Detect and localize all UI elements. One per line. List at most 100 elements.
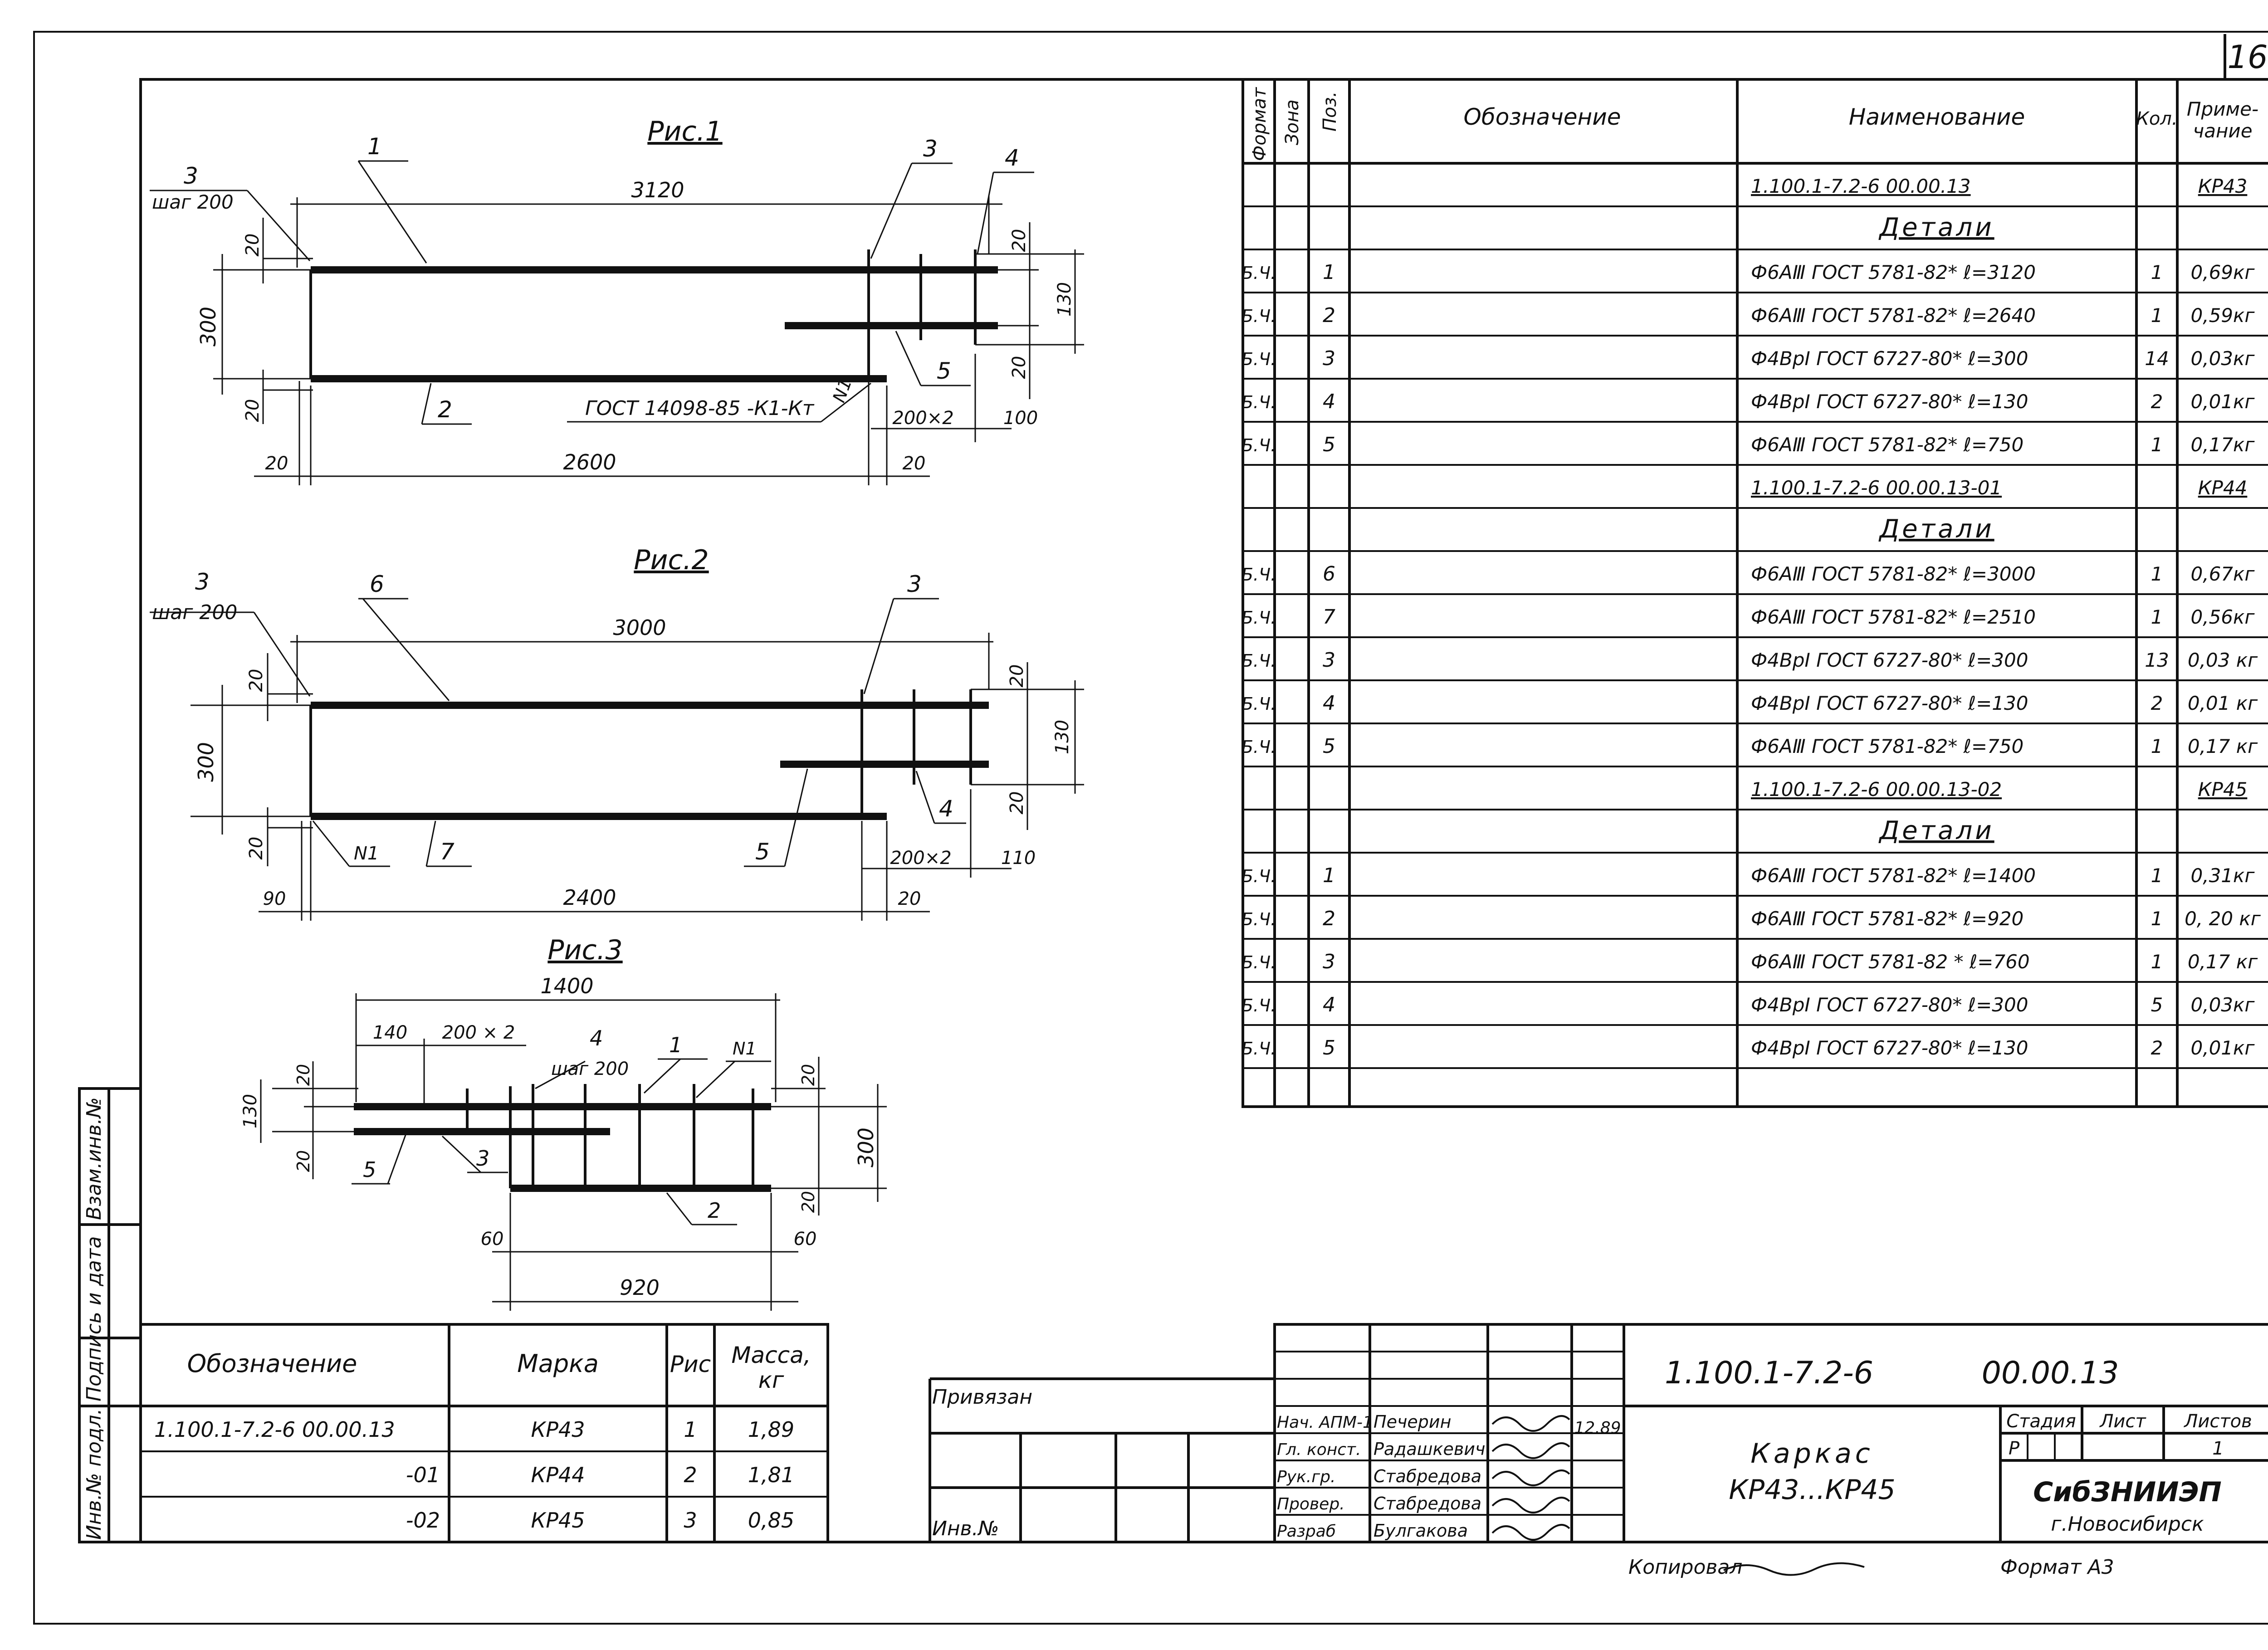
fig1-dim-right-top: 20 (1009, 229, 1030, 252)
spec-cell-name: 1.100.1-7.2-6 00.00.13 (1751, 175, 1971, 197)
spec-header-format: Формат (1249, 87, 1270, 161)
fig2-dim-bottom-left: 90 (263, 888, 286, 909)
spec-cell-pos: 6 (1323, 562, 1335, 586)
stamp-inv-label: Инв.№ подл. (83, 1408, 106, 1540)
signer-name: Булгакова (1374, 1521, 1468, 1541)
fig1-dim-top: 3120 (631, 178, 684, 202)
spec-cell-qty: 5 (2151, 994, 2163, 1016)
spec-cell-format: Б.Ч. (1242, 694, 1276, 714)
fig1-title: Рис.1 (647, 116, 722, 147)
fig1-pos-3-left: 3 (184, 163, 198, 189)
fig3-pos-3: 3 (476, 1146, 489, 1171)
spec-cell-name: Ф4ВрI ГОСТ 6727-80* ℓ=130 (1751, 692, 2028, 714)
spec-cell-format: Б.Ч. (1242, 737, 1276, 757)
spec-cell-qty: 1 (2151, 304, 2163, 327)
mass-cell-fig: 2 (684, 1463, 697, 1487)
fig2-dim-top: 3000 (613, 615, 666, 640)
mass-cell-mark: КР43 (531, 1417, 585, 1442)
fig3-pos-2: 2 (708, 1198, 721, 1223)
mass-table: Обозначение Марка Рис Масса,кг 1.100.1-7… (139, 1323, 829, 1543)
side-stamp: Инв.№ подл. Подпись и дата Взам.инв.№ (78, 1087, 142, 1543)
fig1-dim-height: 300 (196, 307, 220, 347)
spec-header-designation: Обозначение (1464, 104, 1621, 130)
spec-cell-note: 0,03кг (2191, 347, 2255, 370)
fig3-dim-left-h2: 130 (240, 1094, 261, 1128)
stamp-sign-label: Подпись и дата (83, 1236, 106, 1401)
fig2-pos-3-right: 3 (907, 571, 922, 597)
specification-table: Формат Зона Поз. Обозначение Наименовани… (1242, 78, 2268, 1108)
spec-header-note: Приме-чание (2187, 98, 2258, 142)
spec-cell-pos: 2 (1323, 907, 1335, 930)
spec-cell-qty: 1 (2151, 563, 2163, 585)
fig3-pos-1: 1 (669, 1033, 682, 1057)
fig2-pos-7: 7 (440, 839, 455, 865)
spec-cell-qty: 14 (2145, 347, 2169, 370)
tb-privyazan: Привязан (932, 1386, 1032, 1409)
signer-name: Печерин (1374, 1412, 1451, 1432)
spec-cell-name: Ф6АⅢ ГОСТ 5781-82* ℓ=2640 (1751, 304, 2036, 327)
spec-cell-format: Б.Ч. (1242, 349, 1276, 369)
spec-cell-note: КР44 (2198, 477, 2248, 499)
signer-name: Стабредова (1374, 1494, 1481, 1513)
tb-city: г.Новосибирск (2051, 1513, 2204, 1536)
signature-mark (1491, 1524, 1570, 1541)
fig2-pos-6: 6 (370, 571, 384, 597)
fig2-dim-bottom: 2400 (563, 885, 616, 910)
spec-cell-note: 0,01кг (2191, 1037, 2255, 1059)
spec-cell-name: Детали (1878, 514, 1994, 544)
spec-cell-format: Б.Ч. (1242, 996, 1276, 1015)
spec-cell-note: 0,31кг (2191, 864, 2255, 887)
tb-org: СибЗНИИЭП (2033, 1476, 2222, 1508)
fig2-dim-right-mid: 130 (1052, 720, 1073, 754)
fig1-pos-2: 2 (438, 396, 452, 423)
spec-cell-qty: 1 (2151, 908, 2163, 930)
spec-cell-note: 0,56кг (2191, 606, 2255, 628)
fig2-pos-3-left: 3 (195, 569, 210, 595)
mass-cell-mass: 1,81 (748, 1463, 794, 1487)
tb-format: Формат А3 (2000, 1556, 2114, 1579)
tb-code2: 00.00.13 (1982, 1355, 2119, 1391)
fig3-step-label: шаг 200 (551, 1059, 629, 1079)
fig1-dim-end: 100 (1003, 408, 1038, 429)
spec-cell-note: КР45 (2198, 778, 2248, 801)
spec-cell-qty: 1 (2151, 261, 2163, 283)
signer-role: Рук.гр. (1277, 1468, 1335, 1486)
fig2-n1: N1 (354, 843, 379, 864)
figure-1: Рис.1 1 3 шаг 200 3 4 5 2 ГОСТ 14098-85 … (150, 116, 1084, 485)
spec-cell-name: Детали (1878, 213, 1994, 242)
spec-cell-name: Ф6АⅢ ГОСТ 5781-82* ℓ=750 (1751, 434, 2024, 456)
spec-cell-name: Ф6АⅢ ГОСТ 5781-82* ℓ=2510 (1751, 606, 2036, 628)
fig1-dim-left-top: 20 (242, 234, 263, 257)
fig1-dim-bottom-right: 20 (903, 453, 926, 474)
fig1-dim-right-bot: 20 (1009, 356, 1030, 379)
spec-cell-note: 0,17 кг (2188, 951, 2258, 973)
mass-cell-designation: -01 (406, 1463, 440, 1487)
spec-cell-note: КР43 (2198, 175, 2248, 197)
spec-cell-name: Ф6АⅢ ГОСТ 5781-82* ℓ=3120 (1751, 261, 2036, 283)
fig2-dim-right-top: 20 (1007, 664, 1027, 688)
fig3-dim-bottom: 920 (620, 1275, 660, 1300)
spec-cell-note: 0,17 кг (2188, 735, 2258, 757)
fig1-dim-bottom: 2600 (563, 450, 616, 474)
fig2-dim-right-bot: 20 (1007, 791, 1027, 815)
tb-stage-header: Стадия (2006, 1411, 2076, 1432)
mass-header-fig: Рис (670, 1351, 711, 1377)
spec-cell-qty: 1 (2151, 864, 2163, 887)
fig2-title: Рис.2 (634, 544, 709, 576)
tb-stage: Р (2009, 1438, 2020, 1459)
stamp-vzam-label: Взам.инв.№ (83, 1097, 106, 1220)
fig2-pos-4: 4 (939, 796, 953, 822)
spec-cell-pos: 4 (1323, 390, 1335, 413)
tb-sheets-header: Листов (2183, 1411, 2252, 1432)
spec-cell-note: 0,01кг (2191, 391, 2255, 413)
spec-header-zone: Зона (1282, 99, 1303, 145)
fig3-dim-right-h1: 20 (798, 1064, 818, 1086)
spec-cell-pos: 4 (1323, 993, 1335, 1016)
spec-cell-pos: 7 (1323, 605, 1335, 629)
spec-cell-qty: 13 (2145, 649, 2169, 671)
spec-header-name: Наименование (1849, 104, 2025, 130)
spec-cell-name: Ф4ВрI ГОСТ 6727-80* ℓ=300 (1751, 649, 2028, 671)
